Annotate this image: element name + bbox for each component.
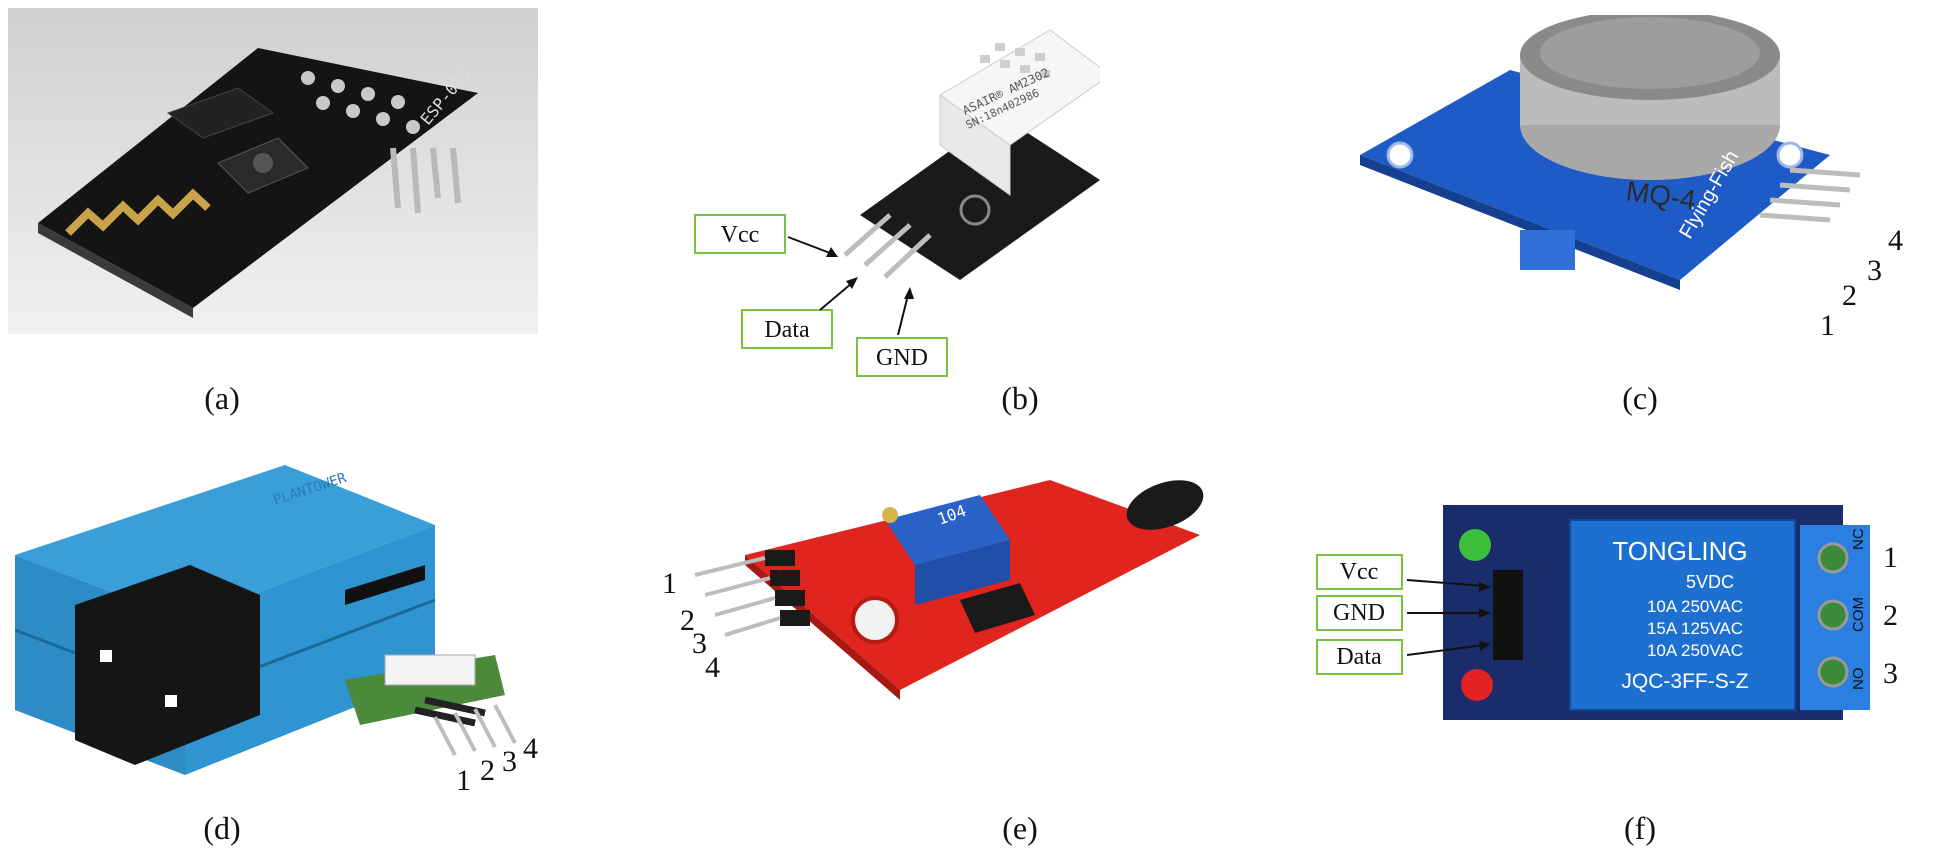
flame-pin-4: 4: [705, 651, 720, 684]
relay-callout-data-box: [1316, 639, 1403, 675]
relay-term-2: 2: [1883, 599, 1898, 632]
relay-spec-3: 15A 125VAC: [1647, 619, 1743, 638]
caption-e: (e): [1002, 810, 1038, 846]
relay-spec-2: 10A 250VAC: [1647, 597, 1743, 616]
caption-c: (c): [1622, 380, 1658, 416]
dust-pin-2: 2: [480, 754, 495, 787]
callout-data: Data: [764, 317, 810, 343]
panel-f-relay: TONGLING 5VDC 10A 250VAC 15A 125VAC 10A …: [1315, 500, 1930, 730]
callout-gnd: GND: [876, 345, 928, 371]
panel-b-dht22: ASAIR® AM2302 SN:18n402986 Vcc Data GND: [680, 15, 1100, 385]
relay-term-3: 3: [1883, 657, 1898, 690]
flame-pin-1: 1: [662, 567, 677, 600]
dht22-photo: ASAIR® AM2302 SN:18n402986 Vcc Data GND: [694, 29, 1100, 377]
caption-a: (a): [204, 380, 240, 416]
dust-sensor-photo: PLANTOWER 1 2 3 4: [15, 465, 538, 797]
callout-gnd-box: [856, 337, 948, 377]
panel-d-dust-sensor: PLANTOWER 1 2 3 4: [15, 455, 555, 805]
relay-callout-gnd: GND: [1333, 600, 1385, 626]
panel-c-mq4: MQ-4 Flying-Fish 1 2 3 4: [1360, 15, 1920, 360]
panel-e-flame-sensor: 104 1 2 3 4: [650, 465, 1210, 785]
relay-brand: TONGLING: [1612, 536, 1747, 566]
callout-vcc: Vcc: [721, 222, 760, 248]
relay-callout-vcc: Vcc: [1340, 559, 1379, 585]
relay-callout-vcc-box: [1316, 554, 1403, 590]
mq4-photo: MQ-4 Flying-Fish 1 2 3 4: [1360, 15, 1903, 342]
mq4-pin-2: 2: [1842, 279, 1857, 312]
terminal-nc: NC: [1850, 528, 1867, 550]
relay-spec-1: 5VDC: [1686, 572, 1734, 592]
dust-pin-1: 1: [456, 764, 471, 797]
relay-callout-data: Data: [1336, 644, 1382, 670]
caption-d: (d): [203, 810, 241, 846]
terminal-com: COM: [1850, 597, 1867, 632]
terminal-no: NO: [1850, 668, 1867, 691]
dust-pin-3: 3: [502, 745, 517, 778]
panel-a-esp01s: ESP-01S: [8, 8, 538, 334]
caption-b: (b): [1001, 380, 1039, 416]
relay-spec-4: 10A 250VAC: [1647, 641, 1743, 660]
relay-photo: TONGLING 5VDC 10A 250VAC 15A 125VAC 10A …: [1316, 505, 1898, 720]
callout-vcc-box: [694, 214, 786, 254]
flame-pin-3: 3: [692, 627, 707, 660]
relay-callout-gnd-box: [1316, 595, 1403, 631]
mq4-pin-4: 4: [1888, 224, 1903, 257]
callout-data-box: [741, 309, 833, 349]
mq4-pin-3: 3: [1867, 254, 1882, 287]
relay-term-1: 1: [1883, 541, 1898, 574]
esp01s-photo: ESP-01S: [8, 8, 538, 334]
relay-model: JQC-3FF-S-Z: [1621, 670, 1748, 693]
flame-sensor-photo: 104 1 2 3 4: [662, 480, 1204, 700]
mq4-pin-1: 1: [1820, 309, 1835, 342]
dust-pin-4: 4: [523, 732, 538, 765]
caption-f: (f): [1624, 810, 1656, 846]
flame-pin-2: 2: [680, 604, 695, 637]
